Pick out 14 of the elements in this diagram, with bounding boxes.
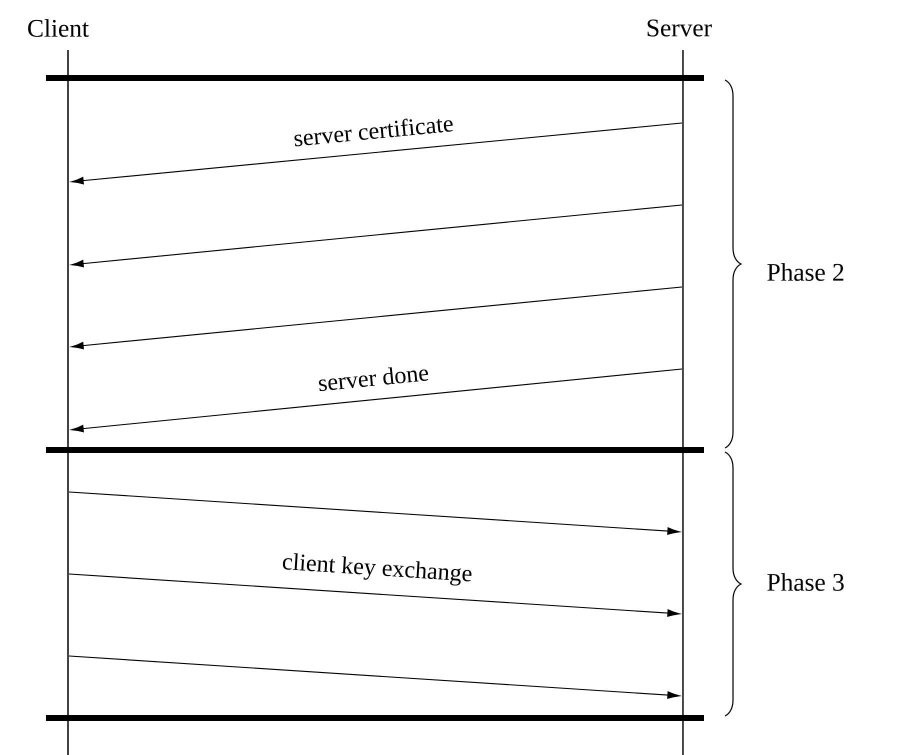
arrow [68, 491, 680, 535]
phase-label: Phase 3 [767, 573, 844, 591]
lifeline [682, 50, 684, 755]
arrow [68, 655, 680, 699]
edge-label: server certificate [294, 118, 453, 146]
arrow [71, 368, 682, 432]
arrow [71, 204, 682, 268]
arrow [71, 122, 682, 184]
lifeline [67, 50, 69, 755]
phase-label: Phase 2 [767, 263, 844, 281]
edge-label: client key exchange [282, 553, 472, 586]
arrow [68, 573, 680, 617]
arrow [71, 286, 682, 350]
edge-label: server done [318, 367, 428, 392]
